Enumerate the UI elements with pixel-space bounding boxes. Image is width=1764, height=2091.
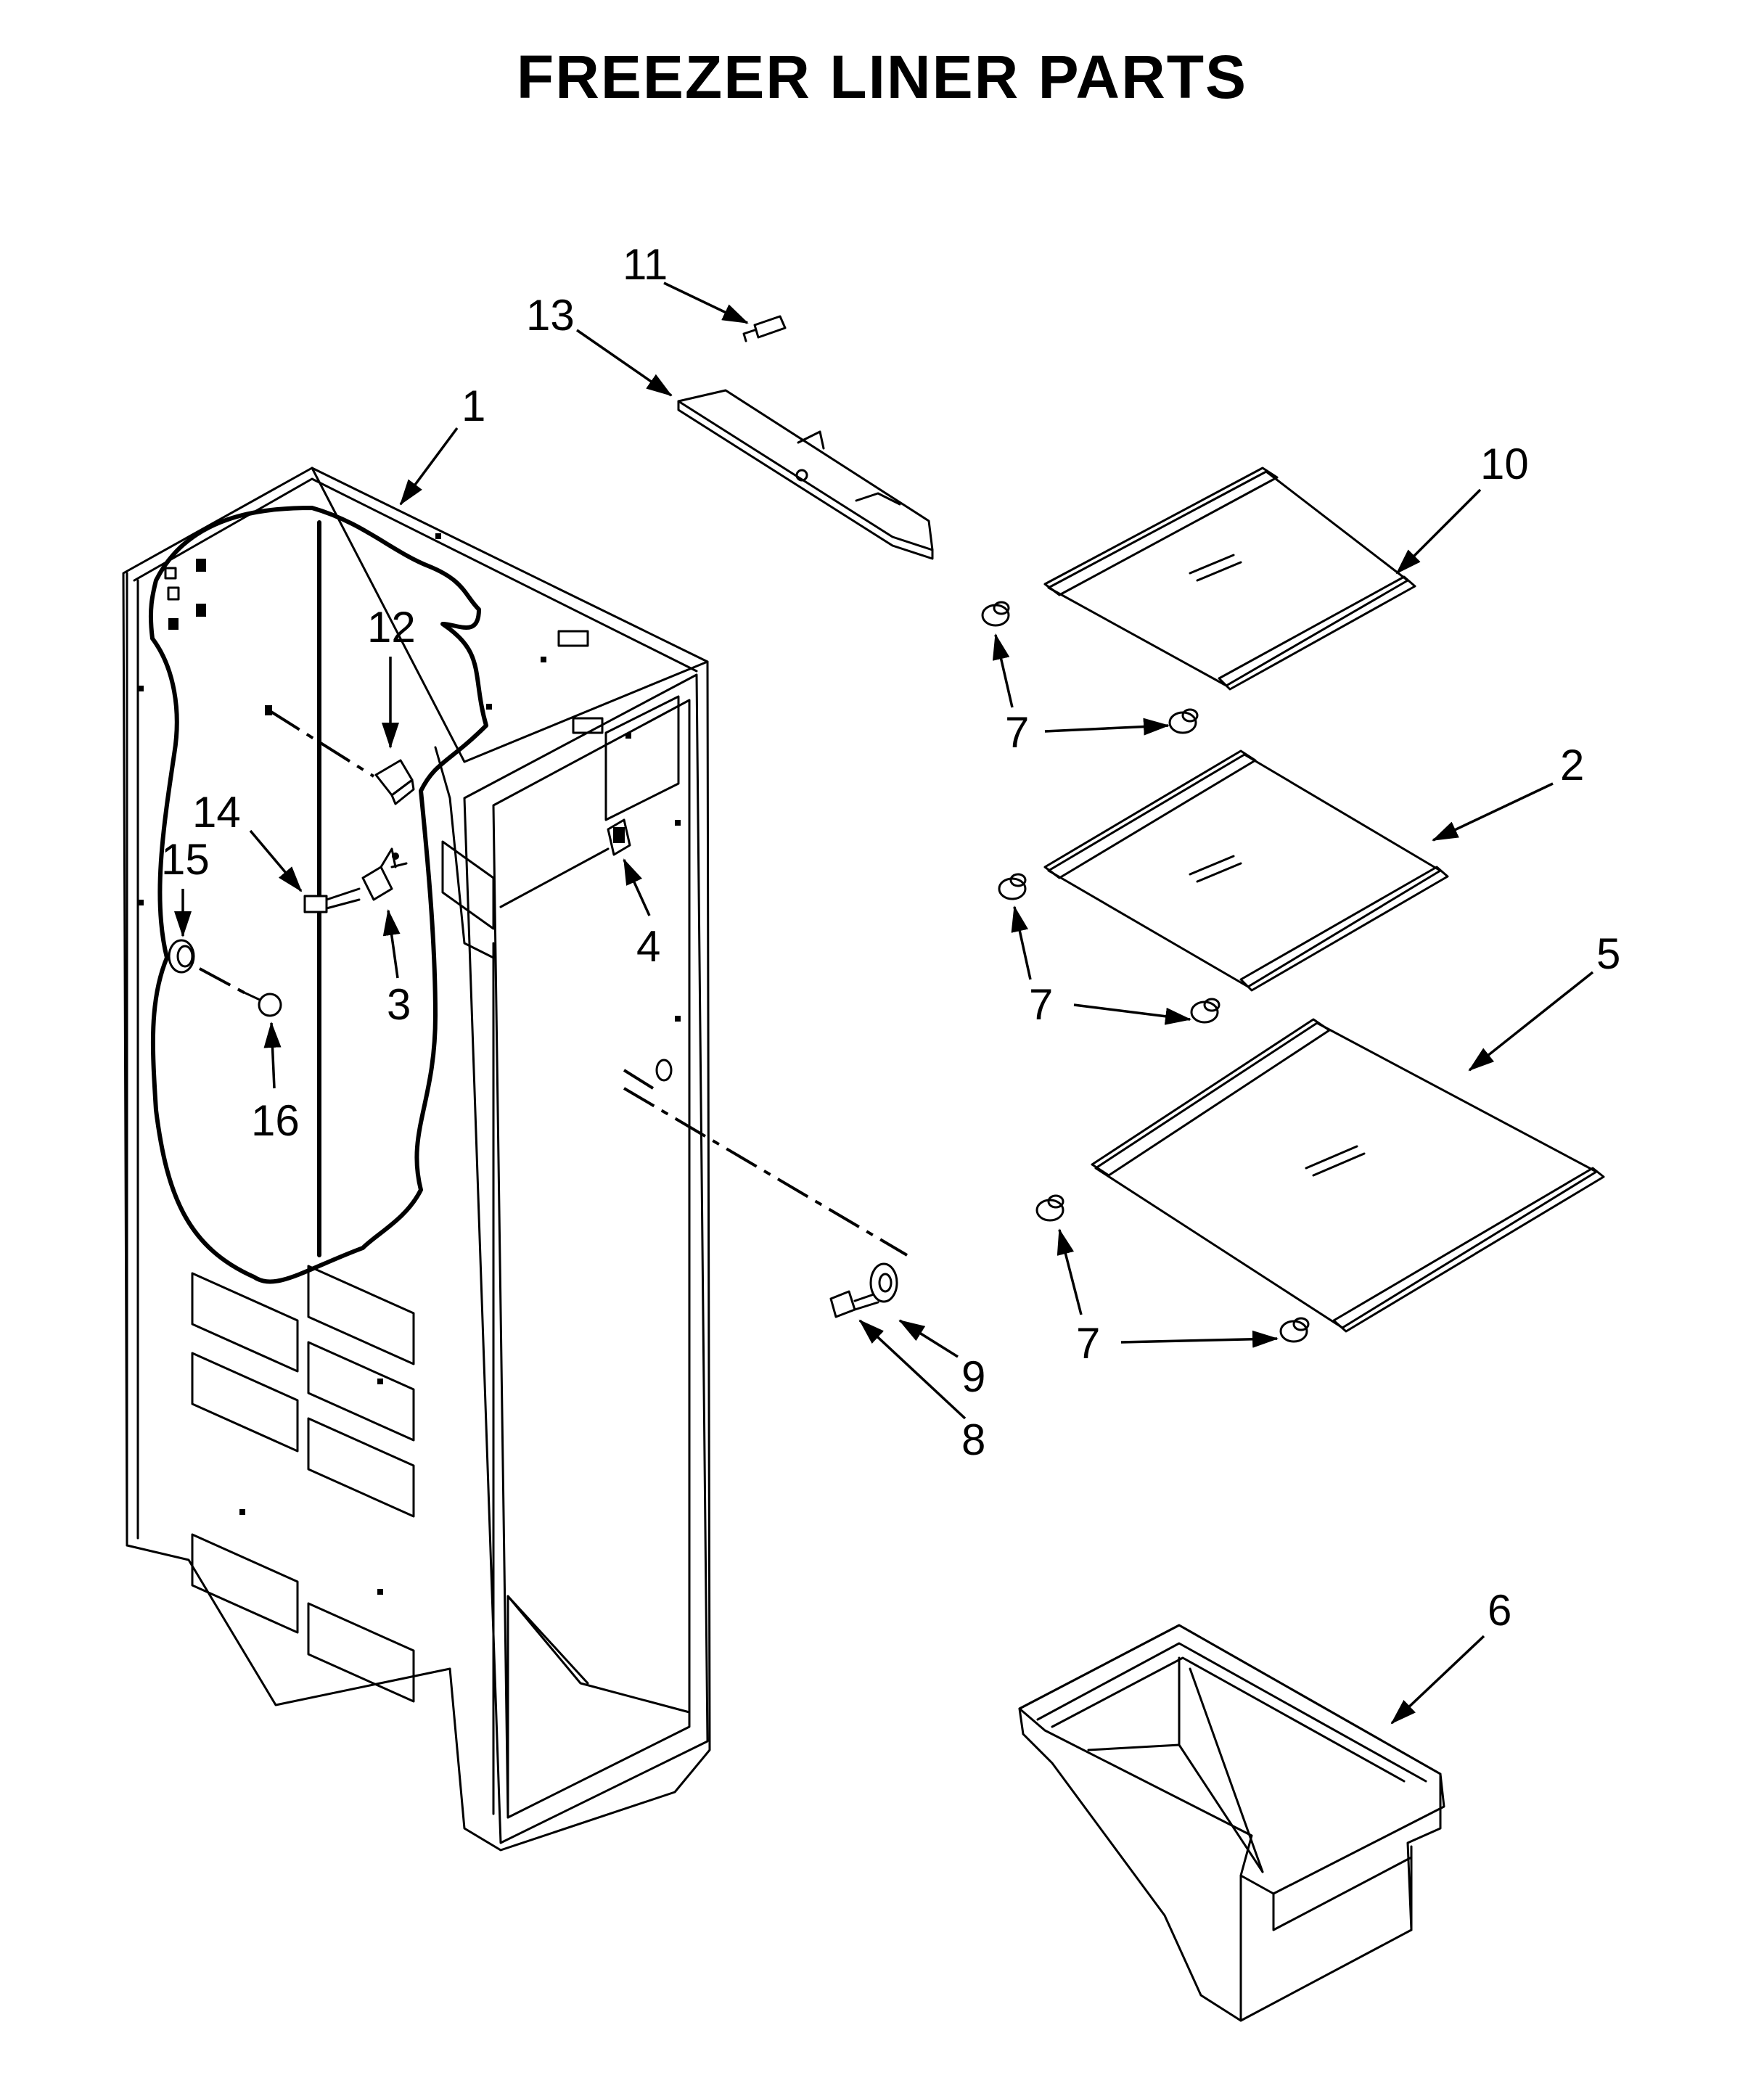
dash-line-8 — [623, 1069, 908, 1257]
freezer-bin-part-6 — [1018, 1624, 1445, 2022]
shelf-pin-mid-right — [1190, 998, 1221, 1024]
plug-part-15 — [168, 939, 195, 974]
callout-2: 2 — [1432, 741, 1584, 842]
shelf-pin-mid-left — [998, 873, 1027, 900]
svg-text:6: 6 — [1488, 1586, 1511, 1635]
freezer-liner — [122, 467, 711, 1852]
callout-5: 5 — [1468, 929, 1620, 1072]
svg-text:2: 2 — [1560, 741, 1584, 789]
callout-12: 12 — [367, 603, 416, 749]
svg-text:10: 10 — [1480, 440, 1529, 488]
callout-14: 14 — [192, 788, 303, 892]
shelf-part-5 — [1091, 1018, 1605, 1333]
callout-4: 4 — [623, 858, 660, 971]
pin-part-16 — [238, 989, 282, 1017]
callout-1: 1 — [399, 382, 485, 506]
callout-9: 9 — [898, 1319, 985, 1401]
svg-text:15: 15 — [161, 835, 210, 884]
callout-7c: 7 — [1057, 1228, 1279, 1368]
callout-11: 11 — [623, 240, 749, 324]
dash-line-12 — [268, 710, 375, 778]
callout-10: 10 — [1395, 440, 1529, 575]
callout-6: 6 — [1390, 1586, 1511, 1725]
callout-7a: 7 — [992, 633, 1170, 757]
callout-13: 13 — [526, 291, 673, 397]
svg-text:3: 3 — [387, 980, 411, 1029]
washer-part-9 — [869, 1262, 898, 1303]
svg-text:11: 11 — [623, 240, 668, 289]
callout-15: 15 — [161, 835, 210, 937]
clip-part-12 — [374, 759, 415, 805]
svg-text:5: 5 — [1596, 929, 1620, 978]
switch-part-4 — [499, 818, 631, 908]
callout-16: 16 — [251, 1022, 300, 1145]
svg-text:7: 7 — [1076, 1319, 1100, 1368]
svg-text:1: 1 — [461, 382, 485, 430]
callout-3: 3 — [382, 909, 411, 1029]
svg-text:4: 4 — [636, 922, 660, 971]
shelf-pin-top-right — [1168, 708, 1199, 734]
svg-text:7: 7 — [1029, 980, 1053, 1029]
shelf-part-10 — [1043, 467, 1416, 691]
callout-8: 8 — [858, 1319, 985, 1464]
svg-text:16: 16 — [251, 1096, 300, 1145]
callout-7b: 7 — [1011, 905, 1191, 1029]
svg-text:13: 13 — [526, 291, 575, 340]
svg-text:14: 14 — [192, 788, 241, 837]
shelf-pin-top-left — [981, 601, 1010, 627]
screw-part-11 — [742, 315, 787, 342]
svg-text:9: 9 — [961, 1352, 985, 1401]
bracket-part-13 — [677, 389, 934, 560]
shelf-part-2 — [1043, 749, 1449, 992]
screw-part-14 — [303, 887, 361, 913]
bracket-part-3 — [361, 847, 408, 901]
svg-text:12: 12 — [367, 603, 416, 652]
svg-text:7: 7 — [1005, 708, 1029, 757]
screw-part-8 — [829, 1290, 879, 1318]
svg-text:8: 8 — [961, 1416, 985, 1464]
shelf-pin-bottom-left — [1035, 1194, 1064, 1222]
diagram-title: FREEZER LINER PARTS — [516, 43, 1248, 111]
shelf-pin-bottom-right — [1279, 1317, 1310, 1343]
